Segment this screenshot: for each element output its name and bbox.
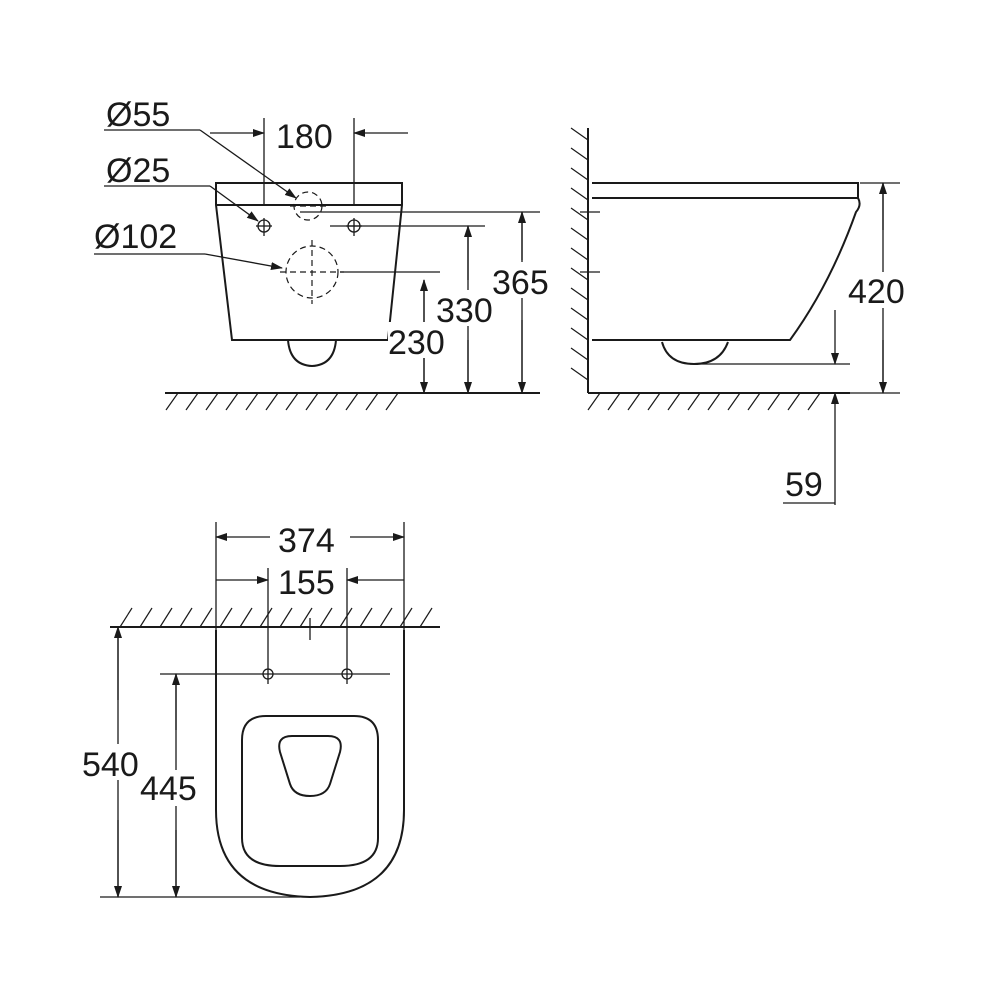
top-fixing-hole-right bbox=[341, 664, 353, 684]
top-view bbox=[100, 522, 440, 899]
top-fixing-hole-left bbox=[262, 664, 274, 684]
label-540: 540 bbox=[82, 746, 139, 784]
label-330: 330 bbox=[436, 292, 493, 330]
top-seat-opening bbox=[278, 735, 342, 798]
label-420: 420 bbox=[848, 273, 905, 311]
label-155: 155 bbox=[278, 564, 335, 602]
label-59: 59 bbox=[785, 466, 823, 504]
label-230: 230 bbox=[388, 324, 445, 362]
label-445: 445 bbox=[140, 770, 197, 808]
top-bowl-outline bbox=[215, 630, 405, 899]
side-floor-hatching bbox=[587, 392, 821, 411]
label-374: 374 bbox=[278, 522, 335, 560]
front-floor-hatching bbox=[165, 392, 399, 411]
label-365: 365 bbox=[492, 264, 549, 302]
side-wall-hatching bbox=[570, 127, 589, 381]
label-180: 180 bbox=[276, 118, 333, 156]
side-seat-foot bbox=[661, 341, 729, 366]
leader-d55 bbox=[199, 129, 297, 199]
label-d25: Ø25 bbox=[106, 152, 170, 190]
label-d55: Ø55 bbox=[106, 96, 170, 134]
front-seat-foot bbox=[287, 339, 337, 368]
leader-d25 bbox=[209, 185, 259, 222]
fixing-hole-left bbox=[256, 218, 272, 236]
top-seat-ring bbox=[241, 715, 379, 867]
top-wall-hatching bbox=[119, 607, 433, 628]
label-d102: Ø102 bbox=[94, 218, 177, 256]
leader-d102 bbox=[204, 253, 283, 270]
side-bowl-outline bbox=[592, 182, 861, 341]
fixing-hole-right bbox=[346, 218, 362, 236]
side-view bbox=[570, 127, 900, 505]
dimension-labels: Ø55 180 Ø25 Ø102 230 330 365 420 59 374 … bbox=[82, 96, 918, 808]
